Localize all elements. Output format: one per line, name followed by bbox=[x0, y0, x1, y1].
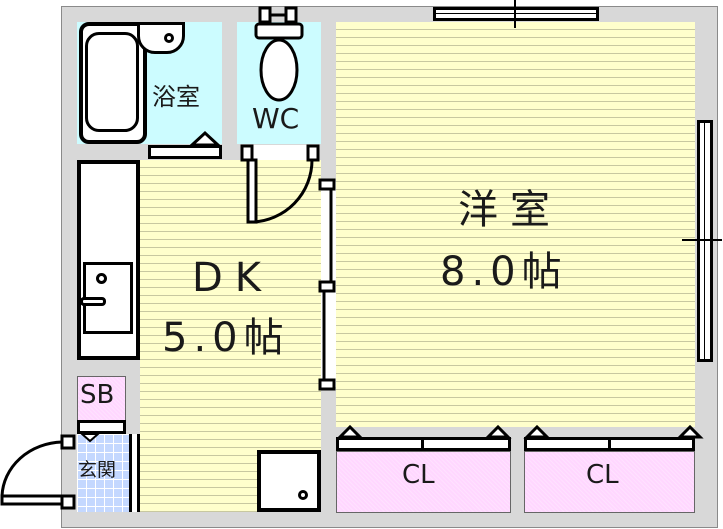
door-arrow-icon bbox=[188, 130, 222, 147]
closet-1-door-split bbox=[421, 437, 424, 451]
washing-machine-area bbox=[257, 450, 321, 512]
closet-2-door-split bbox=[608, 437, 611, 451]
western-room-label: 洋室 bbox=[458, 187, 562, 233]
entrance bbox=[77, 434, 129, 512]
dk-size: 5.0帖 bbox=[162, 315, 290, 361]
wc-door-threshold bbox=[245, 145, 315, 160]
bathroom-door[interactable] bbox=[148, 145, 222, 159]
toilet-label: WC bbox=[252, 102, 300, 135]
window-right-center-mark bbox=[682, 239, 722, 241]
faucet-icon bbox=[164, 33, 174, 43]
closet-2-label: CL bbox=[586, 460, 619, 490]
bathtub-inner bbox=[85, 32, 139, 132]
window-top[interactable] bbox=[433, 7, 599, 21]
entrance-door-swing[interactable] bbox=[0, 434, 78, 516]
shoe-box-arrow-icon bbox=[79, 433, 101, 443]
entrance-step bbox=[129, 434, 140, 512]
toilet-icon bbox=[254, 6, 304, 102]
window-top-sash bbox=[436, 13, 596, 14]
bathroom-label: 浴室 bbox=[152, 83, 200, 111]
stove-knob-icon bbox=[96, 273, 107, 284]
faucet-handle-icon bbox=[80, 297, 106, 306]
wc-door-swing[interactable] bbox=[240, 142, 320, 226]
drain-icon bbox=[298, 490, 308, 500]
entrance-label: 玄関 bbox=[78, 459, 117, 481]
dk-label: DK bbox=[192, 255, 274, 301]
window-right[interactable] bbox=[697, 120, 713, 362]
shoe-box-door[interactable] bbox=[77, 420, 126, 434]
window-top-center-mark bbox=[514, 0, 516, 28]
closet-door-arrows-icon bbox=[336, 424, 704, 439]
shoe-box-label: SB bbox=[80, 380, 115, 410]
window-right-sash bbox=[704, 123, 705, 359]
closet-1 bbox=[336, 451, 511, 513]
western-room bbox=[336, 22, 695, 427]
washbasin-icon bbox=[137, 22, 185, 54]
sliding-door[interactable] bbox=[318, 178, 338, 392]
western-room-size: 8.0帖 bbox=[440, 249, 568, 295]
closet-2 bbox=[524, 451, 695, 513]
closet-1-label: CL bbox=[402, 460, 435, 490]
